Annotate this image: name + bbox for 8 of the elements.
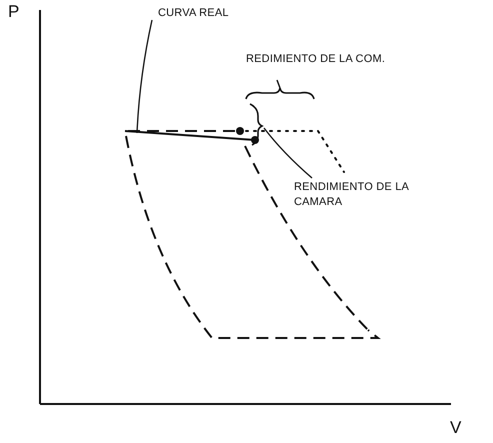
callout-label: CURVA REAL [158, 6, 248, 21]
leader-line [136, 20, 153, 134]
callout-label: REDIMIENTO DE LA COM. [246, 52, 386, 67]
axis-label: V [450, 420, 462, 435]
axis-label: P [8, 4, 20, 19]
callout-label: RENDIMIENTO DE LA CAMARA [294, 180, 419, 210]
leader-line [263, 128, 312, 178]
brace [250, 103, 263, 146]
